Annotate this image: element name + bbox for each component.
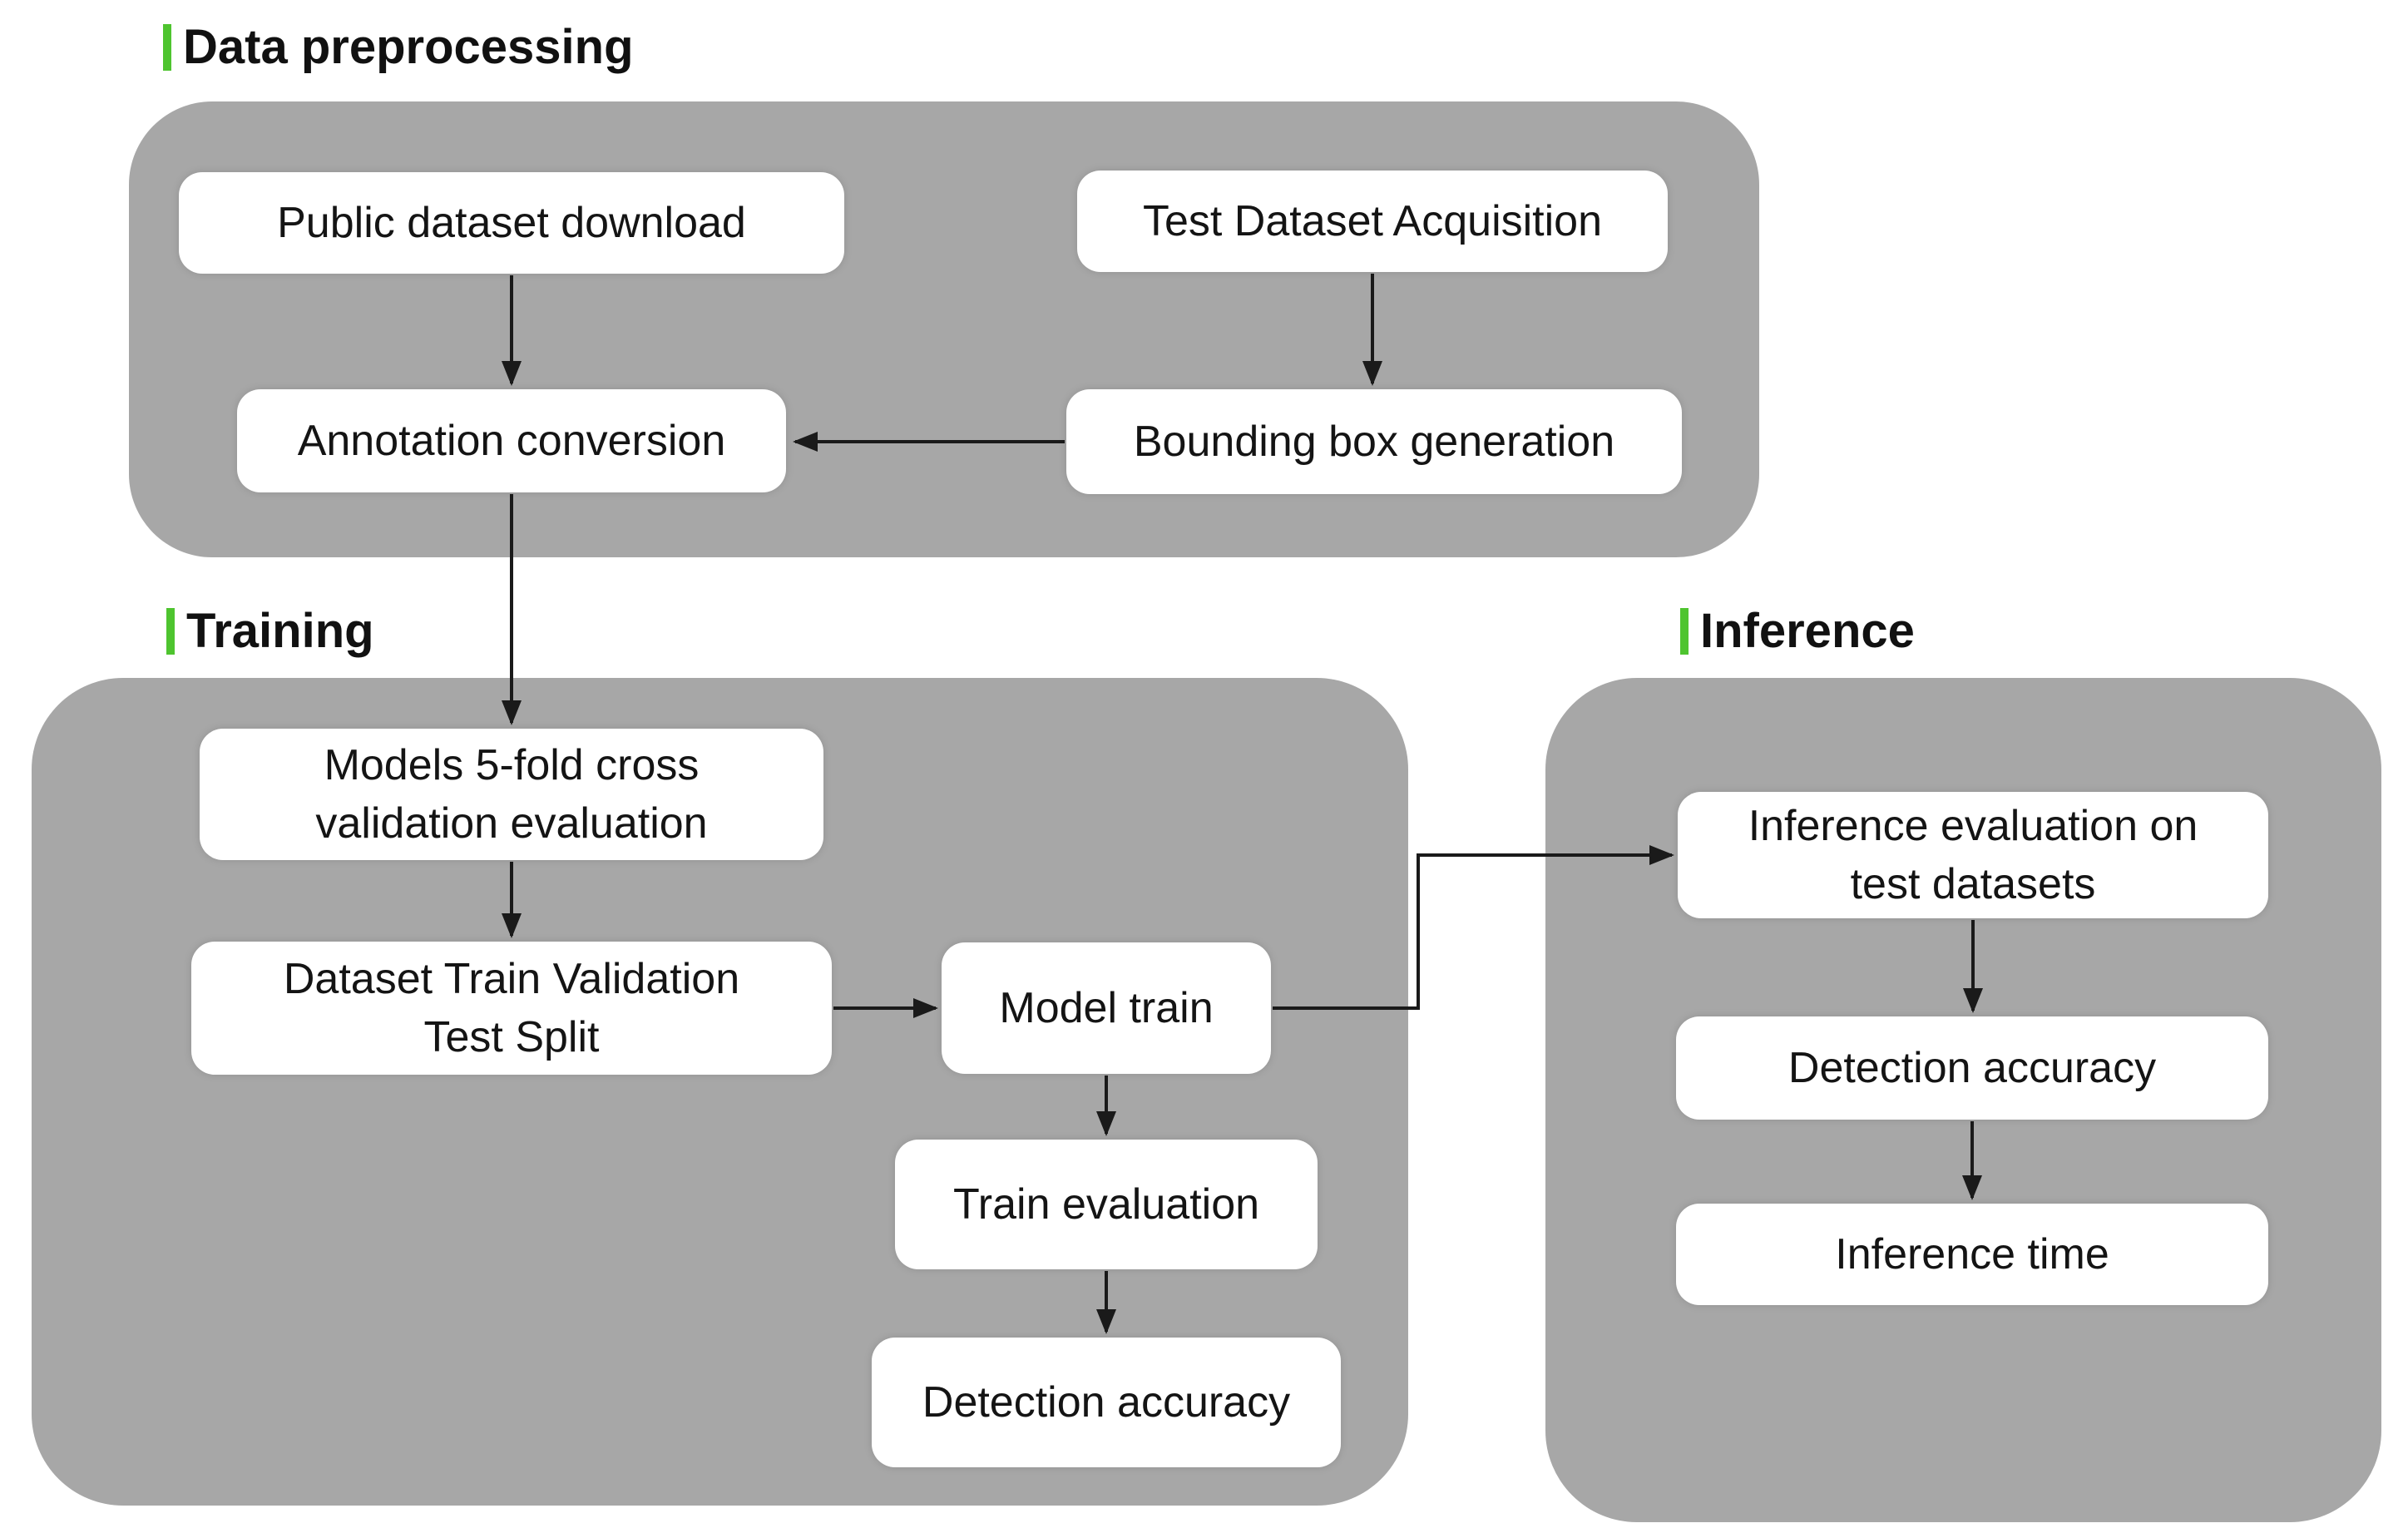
box-train-evaluation: Train evaluation bbox=[895, 1140, 1318, 1269]
box-models-5fold-cross-validation: Models 5-fold cross validation evaluatio… bbox=[200, 729, 823, 860]
box-test-dataset-acquisition: Test Dataset Acquisition bbox=[1077, 171, 1668, 272]
section-header-data-preprocessing: Data preprocessing bbox=[163, 20, 634, 75]
box-dataset-train-validation-test-split: Dataset Train Validation Test Split bbox=[191, 942, 832, 1075]
box-public-dataset-download: Public dataset download bbox=[179, 172, 844, 274]
box-detection-accuracy-training: Detection accuracy bbox=[872, 1338, 1341, 1467]
box-detection-accuracy-inference: Detection accuracy bbox=[1676, 1016, 2268, 1120]
section-header-inference: Inference bbox=[1680, 604, 1915, 659]
box-annotation-conversion: Annotation conversion bbox=[237, 389, 786, 492]
box-inference-time: Inference time bbox=[1676, 1204, 2268, 1305]
green-accent-bar bbox=[1680, 608, 1689, 655]
section-title: Data preprocessing bbox=[183, 20, 634, 74]
box-inference-evaluation-test-datasets: Inference evaluation on test datasets bbox=[1678, 792, 2268, 918]
section-title: Inference bbox=[1700, 604, 1915, 658]
section-title: Training bbox=[186, 604, 374, 658]
section-header-training: Training bbox=[166, 604, 374, 659]
green-accent-bar bbox=[166, 608, 175, 655]
box-bounding-box-generation: Bounding box generation bbox=[1066, 389, 1682, 494]
green-accent-bar bbox=[163, 24, 171, 71]
box-model-train: Model train bbox=[942, 942, 1271, 1074]
